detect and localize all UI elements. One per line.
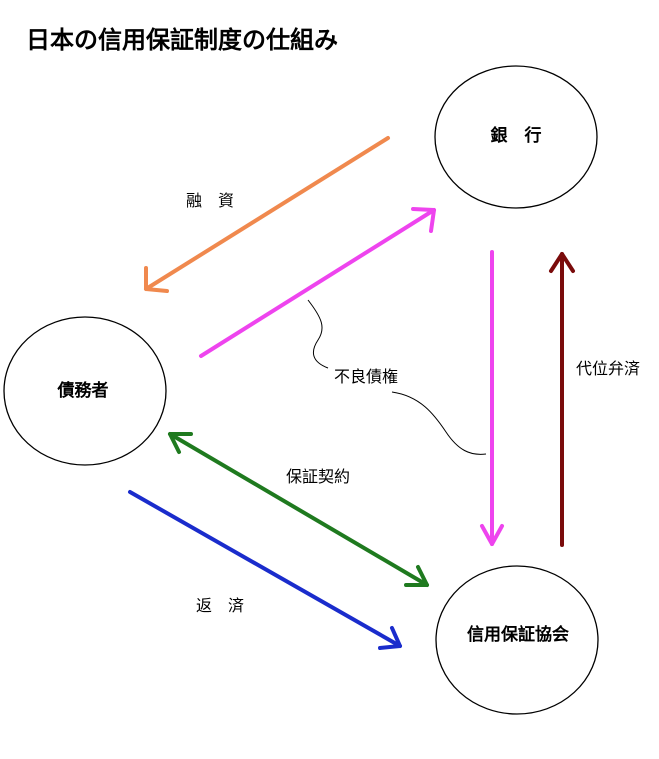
edge-bad-debt-label: 不良債権 bbox=[334, 367, 398, 386]
edge-subrogation-label: 代位弁済 bbox=[576, 359, 640, 378]
edge-repayment-label: 返 済 bbox=[196, 596, 244, 615]
edge-bad-debt-arrow bbox=[480, 250, 504, 546]
edge-guarantee-contract-arrow bbox=[168, 432, 429, 587]
bad-debt-leader-line bbox=[307, 299, 487, 455]
edge-subrogation-arrow bbox=[549, 252, 575, 547]
node-guarantee-assoc: 信用保証協会 bbox=[435, 565, 599, 715]
node-guarantee-assoc-label: 信用保証協会 bbox=[467, 624, 569, 645]
edge-guarantee-contract-label: 保証契約 bbox=[286, 467, 350, 486]
node-debtor: 債務者 bbox=[3, 316, 167, 466]
edge-debtor-to-bank-arrow bbox=[199, 207, 436, 358]
node-bank: 銀 行 bbox=[434, 65, 598, 209]
edge-repayment-arrow bbox=[128, 490, 402, 650]
edge-loan-label: 融 資 bbox=[186, 191, 234, 210]
page-title: 日本の信用保証制度の仕組み bbox=[26, 26, 338, 54]
edge-loan-arrow bbox=[144, 136, 390, 293]
node-debtor-label: 債務者 bbox=[57, 380, 109, 401]
node-bank-label: 銀 行 bbox=[491, 125, 542, 146]
